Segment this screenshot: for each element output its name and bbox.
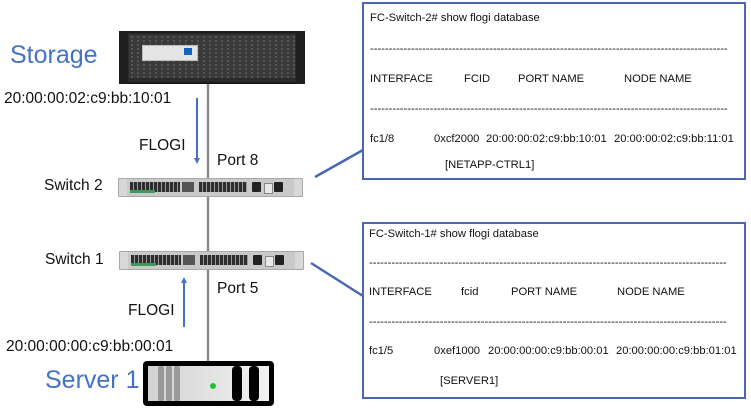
row-interface: fc1/5	[369, 345, 394, 357]
row-alias: [SERVER1]	[440, 375, 499, 387]
server-label: Server 1	[45, 366, 140, 394]
row-node-name: 20:00:00:00:c9:bb:01:01	[616, 345, 737, 357]
header-node-name: NODE NAME	[617, 286, 685, 298]
row-node-name: 20:00:00:02:c9:bb:11:01	[614, 133, 734, 145]
header-fcid: FCID	[464, 73, 491, 85]
row-fcid: 0xef1000	[434, 345, 481, 357]
cli-command: FC-Switch-2# show flogi database	[370, 12, 540, 24]
switch2-port-label: Port 8	[217, 152, 259, 169]
callout-connector-switch2	[314, 148, 364, 179]
callout-connector-switch1	[310, 261, 364, 298]
status-led-icon	[210, 383, 216, 389]
cli-command: FC-Switch-1# show flogi database	[369, 228, 539, 240]
cli-output-switch2: FC-Switch-2# show flogi database -------…	[362, 2, 746, 180]
switch1-port-label: Port 5	[217, 280, 259, 297]
switch2-label: Switch 2	[44, 177, 103, 194]
cli-separator: ----------------------------------------…	[370, 43, 728, 55]
switch2-icon	[118, 178, 303, 197]
storage-label: Storage	[10, 41, 98, 69]
storage-flogi-label: FLOGI	[139, 137, 186, 154]
header-interface: INTERFACE	[369, 286, 432, 298]
cli-separator: ----------------------------------------…	[369, 257, 727, 269]
row-interface: fc1/8	[370, 133, 395, 145]
row-port-name: 20:00:00:00:c9:bb:00:01	[488, 345, 609, 357]
header-port-name: PORT NAME	[518, 73, 585, 85]
server-icon	[143, 361, 274, 406]
server-flogi-label: FLOGI	[128, 302, 175, 319]
cli-separator: ----------------------------------------…	[369, 316, 727, 328]
switch1-label: Switch 1	[45, 251, 104, 268]
switch1-icon	[119, 251, 304, 270]
storage-wwpn: 20:00:00:02:c9:bb:10:01	[4, 90, 172, 107]
header-interface: INTERFACE	[370, 73, 433, 85]
netapp-logo-icon	[184, 48, 192, 55]
server-wwpn: 20:00:00:00:c9:bb:00:01	[6, 338, 174, 355]
cli-separator: ----------------------------------------…	[370, 103, 728, 115]
cli-output-switch1: FC-Switch-1# show flogi database -------…	[362, 222, 746, 399]
row-fcid: 0xcf2000	[434, 133, 480, 145]
row-port-name: 20:00:00:02:c9:bb:10:01	[486, 133, 607, 145]
header-node-name: NODE NAME	[624, 73, 692, 85]
row-alias: [NETAPP-CTRL1]	[445, 159, 535, 171]
header-port-name: PORT NAME	[511, 286, 578, 298]
storage-array-icon	[119, 31, 305, 84]
header-fcid: fcid	[461, 286, 479, 298]
